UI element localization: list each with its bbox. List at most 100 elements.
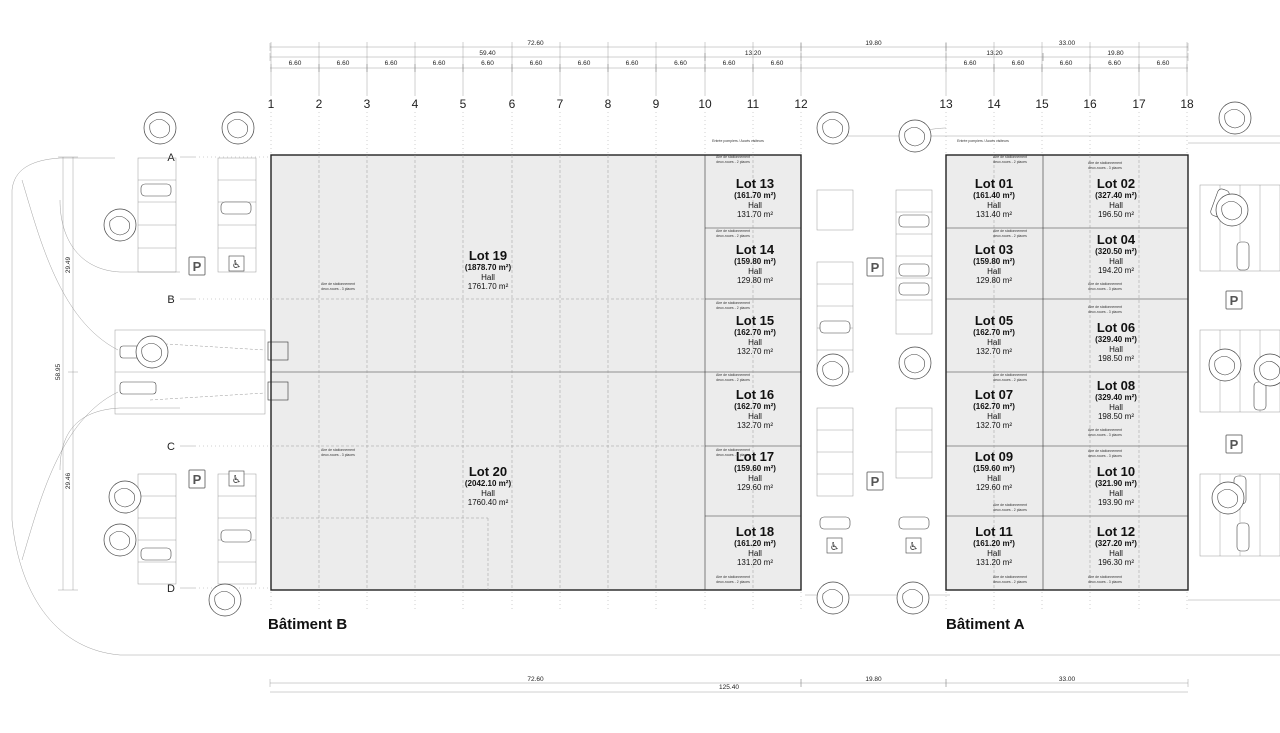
svg-text:♿: ♿ xyxy=(909,540,919,553)
dimension-bottom-overall: 19.80 xyxy=(865,676,882,683)
lot-name: Lot 10 xyxy=(1097,464,1135,479)
tree-icon xyxy=(103,208,137,242)
lot-name: Lot 03 xyxy=(975,242,1013,257)
lot-hall-label: Hall xyxy=(987,267,1001,276)
dimension-bay: 6.60 xyxy=(723,60,736,67)
dimension-bottom-overall: 72.60 xyxy=(527,676,544,683)
tree-icon xyxy=(896,581,930,615)
tree-icon xyxy=(816,353,850,387)
svg-text:deux-roues - 2 places: deux-roues - 2 places xyxy=(993,160,1027,164)
tree-icon xyxy=(108,480,142,514)
tree-icon xyxy=(143,111,177,145)
lot-hall-area: 129.80 m² xyxy=(737,276,773,285)
lot-area: (327.20 m²) xyxy=(1095,539,1137,548)
tree-icon xyxy=(103,523,137,557)
dimension-bay: 6.60 xyxy=(964,60,977,67)
svg-text:Aire de stationnement: Aire de stationnement xyxy=(716,373,750,377)
lot-area: (1878.70 m²) xyxy=(465,263,512,272)
svg-text:deux-roues - 2 places: deux-roues - 2 places xyxy=(993,508,1027,512)
svg-text:Aire de stationnement: Aire de stationnement xyxy=(1088,282,1122,286)
lot-hall-area: 129.60 m² xyxy=(737,483,773,492)
dimension-bay: 6.60 xyxy=(530,60,543,67)
lot-hall-area: 132.70 m² xyxy=(976,347,1012,356)
lot-hall-area: 198.50 m² xyxy=(1098,412,1134,421)
grid-column-label: 8 xyxy=(605,97,612,111)
dimension-bay: 6.60 xyxy=(289,60,302,67)
svg-text:deux-roues - 3 places: deux-roues - 3 places xyxy=(321,287,355,291)
lot-name: Lot 18 xyxy=(736,524,774,539)
svg-text:Aire de stationnement: Aire de stationnement xyxy=(993,503,1027,507)
lot-area: (162.70 m²) xyxy=(973,402,1015,411)
grid-column-label: 12 xyxy=(794,97,808,111)
lot-name: Lot 17 xyxy=(736,449,774,464)
annotations: Entrée pompiers / Accès visiteurs Entrée… xyxy=(321,139,1122,584)
lot-area: (162.70 m²) xyxy=(734,328,776,337)
lot-hall-area: 132.70 m² xyxy=(737,347,773,356)
parking-sign-icon: P xyxy=(866,257,884,277)
grid-column-label: 15 xyxy=(1035,97,1049,111)
svg-text:deux-roues - 3 places: deux-roues - 3 places xyxy=(321,453,355,457)
dimension-bay: 6.60 xyxy=(578,60,591,67)
svg-text:Aire de stationnement: Aire de stationnement xyxy=(1088,575,1122,579)
dimension-bay: 6.60 xyxy=(433,60,446,67)
dimension-bay: 6.60 xyxy=(1060,60,1073,67)
lot-name: Lot 12 xyxy=(1097,524,1135,539)
accessible-parking-icons: ♿ ♿ ♿ ♿ xyxy=(228,255,922,554)
grid-column-label: 3 xyxy=(364,97,371,111)
grid-column-label: 1 xyxy=(268,97,275,111)
dimension-left-bottom: 29.46 xyxy=(65,472,72,489)
grid-column-label: 16 xyxy=(1083,97,1097,111)
svg-text:♿: ♿ xyxy=(232,258,242,271)
lot-hall-area: 131.70 m² xyxy=(737,210,773,219)
grid-column-label: 10 xyxy=(698,97,712,111)
lot-hall-area: 198.50 m² xyxy=(1098,354,1134,363)
lot-name: Lot 02 xyxy=(1097,176,1135,191)
building-b-label: Bâtiment B xyxy=(268,616,347,633)
lot-area: (159.80 m²) xyxy=(973,257,1015,266)
lot-hall-area: 132.70 m² xyxy=(976,421,1012,430)
svg-text:Aire de stationnement: Aire de stationnement xyxy=(1088,449,1122,453)
lot-hall-label: Hall xyxy=(1109,257,1123,266)
svg-text:deux-roues - 3 places: deux-roues - 3 places xyxy=(1088,166,1122,170)
svg-text:deux-roues - 3 places: deux-roues - 3 places xyxy=(1088,310,1122,314)
dimension-bay: 6.60 xyxy=(771,60,784,67)
lot-hall-area: 132.70 m² xyxy=(737,421,773,430)
dimension-bay: 6.60 xyxy=(1012,60,1025,67)
lot-name: Lot 01 xyxy=(975,176,1013,191)
svg-text:Aire de stationnement: Aire de stationnement xyxy=(1088,161,1122,165)
dimension-top-sub: 13.20 xyxy=(986,50,1003,57)
svg-text:P: P xyxy=(1230,437,1239,452)
lot-name: Lot 09 xyxy=(975,449,1013,464)
svg-text:deux-roues - 3 places: deux-roues - 3 places xyxy=(1088,433,1122,437)
svg-text:Aire de stationnement: Aire de stationnement xyxy=(321,282,355,286)
tree-icon xyxy=(816,111,850,145)
lot-area: (162.70 m²) xyxy=(973,328,1015,337)
grid-column-label: 18 xyxy=(1180,97,1194,111)
dimension-bottom-overall: 33.00 xyxy=(1059,676,1076,683)
lot-hall-area: 129.80 m² xyxy=(976,276,1012,285)
svg-text:deux-roues - 2 places: deux-roues - 2 places xyxy=(716,453,750,457)
parking-sign-icon: P xyxy=(1225,290,1243,310)
svg-text:Aire de stationnement: Aire de stationnement xyxy=(716,229,750,233)
svg-text:deux-roues - 3 places: deux-roues - 3 places xyxy=(1088,454,1122,458)
svg-text:Aire de stationnement: Aire de stationnement xyxy=(321,448,355,452)
lot-name: Lot 15 xyxy=(736,313,774,328)
lot-hall-area: 131.40 m² xyxy=(976,210,1012,219)
lot-area: (327.40 m²) xyxy=(1095,191,1137,200)
svg-text:♿: ♿ xyxy=(830,540,840,553)
svg-text:Entrée pompiers / Accès visite: Entrée pompiers / Accès visiteurs xyxy=(957,139,1009,143)
grid-column-label: 5 xyxy=(460,97,467,111)
lot-hall-label: Hall xyxy=(748,549,762,558)
